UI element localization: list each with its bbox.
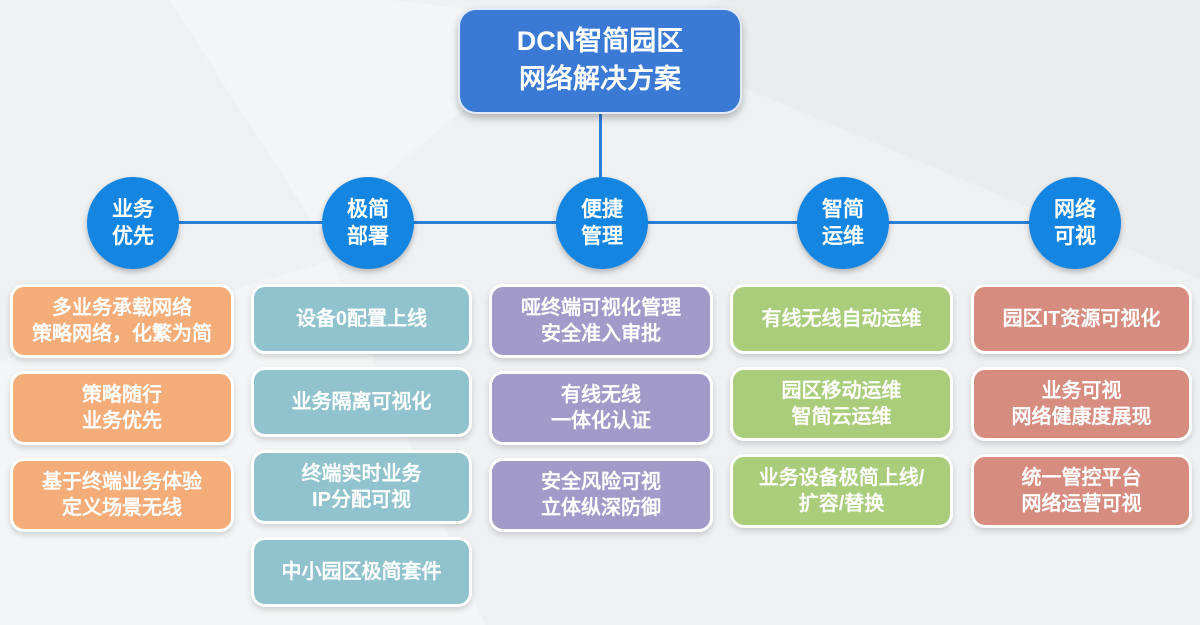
feature-box: 设备0配置上线 [251,284,472,354]
branch-column-smart-ops: 有线无线自动运维 园区移动运维 智简云运维 业务设备极简上线/ 扩容/替换 [730,284,953,528]
branch-circle-simple-deploy: 极简 部署 [322,177,414,269]
feature-box: 安全风险可视 立体纵深防御 [489,458,713,532]
branch-circle-smart-ops: 智简 运维 [797,177,889,269]
branch-column-business-first: 多业务承载网络 策略网络，化繁为简 策略随行 业务优先 基于终端业务体验 定义场… [10,284,234,532]
branch-circle-business-first: 业务 优先 [87,177,179,269]
feature-box: 哑终端可视化管理 安全准入审批 [489,284,713,358]
branch-column-simple-deploy: 设备0配置上线 业务隔离可视化 终端实时业务 IP分配可视 中小园区极简套件 [251,284,472,607]
feature-box: 园区IT资源可视化 [971,284,1192,354]
feature-box: 业务设备极简上线/ 扩容/替换 [730,454,953,528]
feature-box: 终端实时业务 IP分配可视 [251,450,472,524]
feature-box: 多业务承载网络 策略网络，化繁为简 [10,284,234,358]
feature-box: 中小园区极简套件 [251,537,472,607]
feature-box: 有线无线自动运维 [730,284,953,354]
branch-column-easy-manage: 哑终端可视化管理 安全准入审批 有线无线 一体化认证 安全风险可视 立体纵深防御 [489,284,713,532]
connector-vertical-line [599,110,602,223]
feature-box: 业务隔离可视化 [251,367,472,437]
feature-box: 基于终端业务体验 定义场景无线 [10,458,234,532]
branch-circle-network-visibility: 网络 可视 [1029,177,1121,269]
feature-box: 园区移动运维 智简云运维 [730,367,953,441]
feature-box: 统一管控平台 网络运营可视 [971,454,1192,528]
diagram-title: DCN智简园区 网络解决方案 [458,8,742,114]
feature-box: 策略随行 业务优先 [10,371,234,445]
branch-column-network-visibility: 园区IT资源可视化 业务可视 网络健康度展现 统一管控平台 网络运营可视 [971,284,1192,528]
branch-circle-easy-manage: 便捷 管理 [556,177,648,269]
feature-box: 有线无线 一体化认证 [489,371,713,445]
feature-box: 业务可视 网络健康度展现 [971,367,1192,441]
